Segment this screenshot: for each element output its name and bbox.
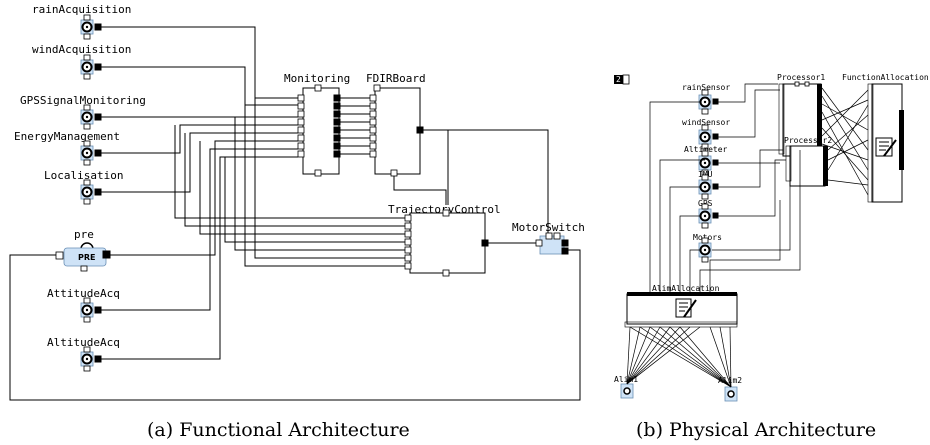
monitoring-input-ports (297, 94, 305, 158)
corner-mark-text: 2 (616, 75, 621, 84)
gauge-icon (80, 346, 94, 372)
physical-caption: (b) Physical Architecture (636, 419, 876, 441)
imu-label: IMU (698, 170, 713, 179)
gauge-icon (80, 179, 94, 205)
monitoring-block: Monitoring (284, 72, 370, 177)
motors: Motors (693, 233, 722, 263)
fdir-input-ports (369, 94, 377, 158)
alim1-label: Alim1 (614, 375, 638, 384)
wind-acquisition-component: windAcquisition (32, 43, 298, 106)
motor-switch-label: MotorSwitch (512, 221, 585, 234)
functional-architecture: rainAcquisition windAcquisition GPSSigna… (9, 3, 585, 441)
edit-icon (875, 137, 897, 157)
gps-signal-monitoring-label: GPSSignalMonitoring (20, 94, 146, 107)
gauge-icon (80, 54, 94, 80)
processor1-label: Processor1 (777, 73, 825, 82)
edit-icon (675, 298, 697, 318)
trajectory-output-port (481, 239, 489, 247)
processor2-label: Processor2 (784, 136, 832, 145)
corner-mark (614, 75, 623, 84)
gauge-icon (698, 89, 712, 115)
localisation-component: Localisation (44, 132, 298, 205)
fdir-board-block: FDIRBoard (366, 72, 549, 236)
rain-sensor-label: rainSensor (682, 83, 730, 92)
gauge-icon (80, 140, 94, 166)
rain-acquisition-component: rainAcquisition (32, 3, 298, 99)
alim1: Alim1 (614, 375, 638, 399)
gauge-icon (80, 104, 94, 130)
wind-sensor: windSensor (682, 118, 730, 150)
altitude-acq-component: AltitudeAcq (47, 156, 298, 372)
monitoring-label: Monitoring (284, 72, 350, 85)
loop-icon (80, 242, 94, 250)
energy-management-label: EnergyManagement (14, 130, 120, 143)
altitude-acq-label: AltitudeAcq (47, 336, 120, 349)
trajectory-input-ports (404, 214, 412, 270)
functional-caption: (a) Functional Architecture (147, 419, 410, 441)
altimeter-label: Altimeter (684, 145, 728, 154)
wind-acquisition-label: windAcquisition (32, 43, 131, 56)
function-allocation-block: FunctionAllocation (821, 73, 929, 203)
gps: GPS (698, 199, 719, 229)
motors-label: Motors (693, 233, 722, 242)
alim-mesh (626, 326, 732, 388)
attitude-acq-component: AttitudeAcq (47, 148, 298, 323)
power-icon (623, 387, 631, 395)
fdir-output-port (416, 126, 424, 134)
allocation-mesh (821, 87, 869, 196)
pre-icon-text: PRE (78, 253, 96, 262)
alim-allocation-label: AlimAllocation (652, 284, 720, 293)
alim-allocation-block: AlimAllocation (624, 101, 801, 328)
fdir-board-label: FDIRBoard (366, 72, 426, 85)
attitude-acq-label: AttitudeAcq (47, 287, 120, 300)
imu: IMU (698, 170, 719, 200)
gauge-icon (80, 297, 94, 323)
power-icon (727, 390, 735, 398)
wind-sensor-label: windSensor (682, 118, 730, 127)
function-allocation-label: FunctionAllocation (842, 73, 929, 82)
pre-label: pre (74, 228, 94, 241)
rain-sensor: rainSensor (682, 83, 730, 115)
physical-architecture: 2 rainSensor windSensor Altimeter IMU GP… (614, 73, 929, 441)
gps-label: GPS (698, 199, 713, 208)
gauge-icon (80, 14, 94, 40)
processor2-block: Processor2 (784, 136, 832, 187)
energy-management-component: EnergyManagement (14, 124, 298, 166)
trajectory-control-block: TrajectoryControl (388, 203, 537, 277)
localisation-label: Localisation (44, 169, 123, 182)
pre-component: pre PRE (9, 140, 581, 401)
gps-signal-monitoring-component: GPSSignalMonitoring (20, 94, 298, 130)
rain-acquisition-label: rainAcquisition (32, 3, 131, 16)
motor-switch-block: MotorSwitch (512, 221, 585, 255)
altimeter: Altimeter (684, 145, 728, 176)
